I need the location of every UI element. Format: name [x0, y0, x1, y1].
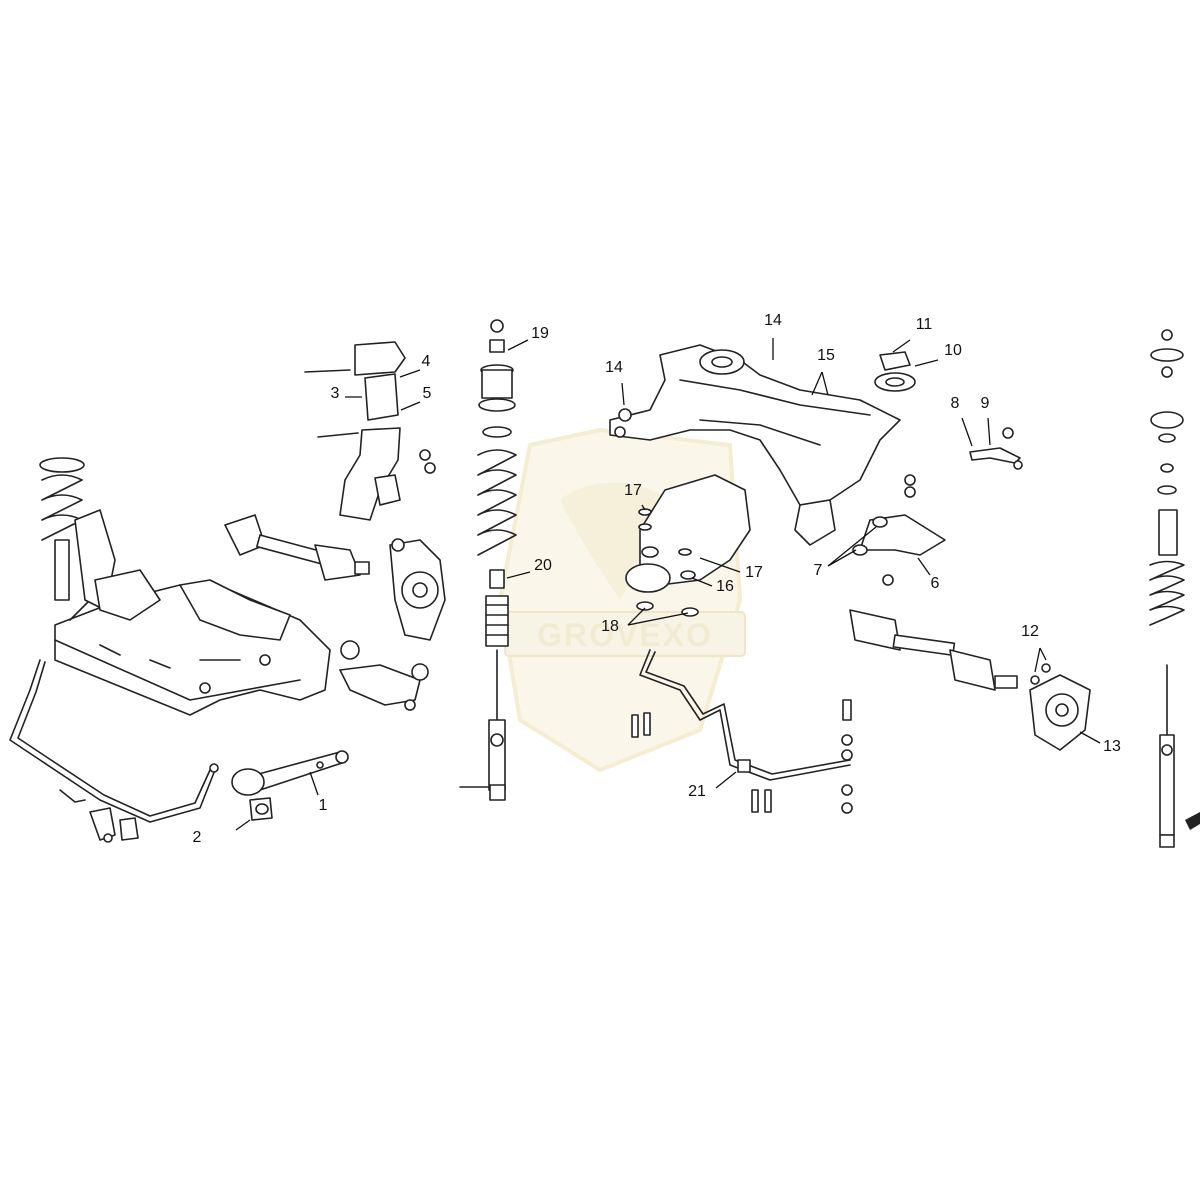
rear-subframe-assembly — [609, 344, 901, 546]
part-10-11-spring-seat — [874, 351, 916, 392]
callout-label-18: 18 — [601, 618, 619, 635]
callout-label-7: 7 — [814, 562, 823, 579]
rear-hub-assembly — [1029, 663, 1091, 751]
callout-label-21: 21 — [688, 783, 706, 800]
rear-differential — [625, 474, 751, 617]
part-21-bushing — [737, 759, 751, 773]
rear-drive-shaft — [849, 609, 1018, 691]
upper-mount-assembly — [304, 341, 436, 521]
right-coilover-assembly — [1149, 329, 1200, 848]
callout-label-16: 16 — [716, 578, 734, 595]
callout-label-4: 4 — [422, 353, 431, 370]
part-20-bump-stop — [489, 569, 505, 589]
center-coilover-assembly — [459, 319, 517, 801]
callout-label-10: 10 — [944, 342, 962, 359]
callout-label-14: 14 — [764, 312, 782, 329]
callout-label-9: 9 — [981, 395, 990, 412]
part-8-9-rear-link — [969, 427, 1023, 470]
front-strut-assembly — [39, 457, 161, 621]
callout-arrows — [235, 338, 1101, 831]
callout-label-20: 20 — [534, 557, 552, 574]
callout-label-6: 6 — [931, 575, 940, 592]
part-1-tension-rod — [231, 750, 349, 796]
callout-label-14: 14 — [605, 359, 623, 376]
part-6-7-rear-lower-arm — [852, 474, 946, 586]
callout-label-1: 1 — [319, 797, 328, 814]
callout-label-15: 15 — [817, 347, 835, 364]
part-19-nut — [490, 319, 504, 333]
callout-label-11: 11 — [916, 316, 933, 333]
front-lower-arm — [339, 640, 429, 711]
callout-label-17: 17 — [624, 482, 642, 499]
callout-label-13: 13 — [1103, 738, 1121, 755]
part-2-bushing — [249, 797, 273, 821]
callout-label-12: 12 — [1021, 623, 1039, 640]
front-stabilizer-bar — [9, 659, 219, 843]
callout-label-5: 5 — [423, 385, 432, 402]
front-knuckle-hub — [389, 538, 446, 641]
callout-label-2: 2 — [193, 829, 202, 846]
callout-label-3: 3 — [331, 385, 340, 402]
rear-stabilizer-bar — [631, 649, 853, 814]
callout-label-8: 8 — [951, 395, 960, 412]
callout-label-19: 19 — [531, 325, 549, 342]
front-drive-shaft — [224, 514, 370, 581]
watermark-text: GROVEXO — [537, 617, 713, 653]
callout-label-17: 17 — [745, 564, 763, 581]
